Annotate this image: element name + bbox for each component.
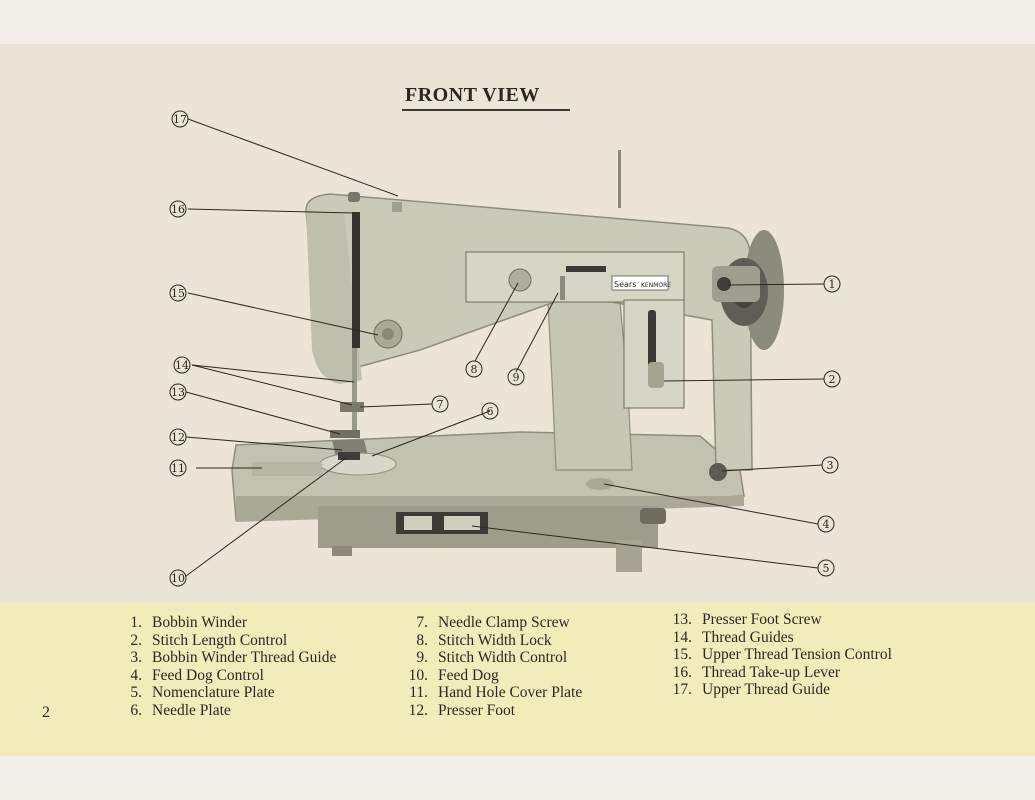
callout-1: 1: [823, 275, 841, 293]
legend-item: 1.Bobbin Winder: [130, 614, 248, 631]
svg-text:16: 16: [171, 203, 185, 216]
svg-text:15: 15: [171, 287, 185, 300]
legend-item: 7.Needle Clamp Screw: [416, 614, 570, 631]
svg-text:5: 5: [823, 562, 830, 575]
callout-13: 13: [169, 383, 187, 401]
legend-item: 10.Feed Dog: [408, 666, 499, 684]
svg-text:4: 4: [823, 518, 830, 531]
callout-4: 4: [817, 515, 835, 533]
callout-5: 5: [817, 559, 835, 577]
legend-item: 6.Needle Plate: [130, 701, 231, 719]
page-title: FRONT VIEW: [405, 84, 540, 106]
legend-item: 5.Nomenclature Plate: [130, 684, 275, 702]
svg-text:10: 10: [171, 572, 185, 585]
callout-9: 9: [507, 368, 525, 386]
callout-17: 17: [171, 110, 189, 128]
callout-2: 2: [823, 370, 841, 388]
legend-item: 11.Hand Hole Cover Plate: [409, 684, 583, 702]
svg-text:13: 13: [171, 386, 185, 399]
svg-text:17: 17: [173, 113, 187, 126]
brand-badge: Sears: [614, 280, 636, 289]
svg-text:8: 8: [471, 363, 478, 376]
svg-text:2: 2: [829, 373, 836, 386]
callout-16: 16: [169, 200, 187, 218]
leader-lines: [185, 118, 825, 577]
legend-area: [0, 602, 1035, 756]
callout-3: 3: [821, 456, 839, 474]
callout-markers: 1 2 3 4 5 6 7 8 9 10 11 12 13 14 15 16 1…: [169, 110, 841, 587]
svg-text:14: 14: [175, 359, 189, 372]
legend-item: 9.Stitch Width Control: [416, 649, 568, 667]
svg-text:7: 7: [437, 398, 444, 411]
callout-7: 7: [431, 395, 449, 413]
sewing-machine-diagram: Sears KENMORE: [169, 110, 841, 587]
page-number: 2: [42, 704, 50, 721]
legend-item: 3.Bobbin Winder Thread Guide: [130, 649, 337, 667]
svg-text:3: 3: [827, 459, 834, 472]
legend-item: 16.Thread Take-up Lever: [672, 663, 841, 681]
svg-text:11: 11: [171, 462, 185, 475]
svg-text:12: 12: [171, 431, 185, 444]
parts-legend-column-1: 1.Bobbin Winder 2.Stitch Length Control …: [120, 614, 336, 720]
callout-11: 11: [169, 459, 187, 477]
legend-item: 12.Presser Foot: [408, 701, 516, 719]
title-underline: [402, 109, 570, 111]
legend-item: 17.Upper Thread Guide: [672, 681, 830, 699]
callout-8: 8: [465, 360, 483, 378]
legend-item: 8.Stitch Width Lock: [416, 631, 552, 649]
manual-page: [0, 44, 1035, 756]
parts-legend-column-2: 7.Needle Clamp Screw 8.Stitch Width Lock…: [398, 614, 583, 720]
legend-item: 13.Presser Foot Screw: [672, 611, 822, 628]
callout-15: 15: [169, 284, 187, 302]
legend-item: 4.Feed Dog Control: [130, 666, 264, 684]
model-badge: KENMORE: [641, 282, 671, 289]
svg-text:1: 1: [829, 278, 836, 291]
legend-item: 15.Upper Thread Tension Control: [672, 646, 892, 664]
legend-item: 14.Thread Guides: [672, 628, 794, 646]
callout-10: 10: [169, 569, 187, 587]
callout-6: 6: [481, 402, 499, 420]
svg-text:6: 6: [487, 405, 494, 418]
svg-text:9: 9: [513, 371, 520, 384]
legend-item: 2.Stitch Length Control: [130, 631, 288, 649]
sewing-machine-illustration: Sears KENMORE: [231, 150, 784, 572]
callout-14: 14: [173, 356, 191, 374]
callout-12: 12: [169, 428, 187, 446]
parts-legend-column-3: 13.Presser Foot Screw 14.Thread Guides 1…: [660, 611, 892, 699]
